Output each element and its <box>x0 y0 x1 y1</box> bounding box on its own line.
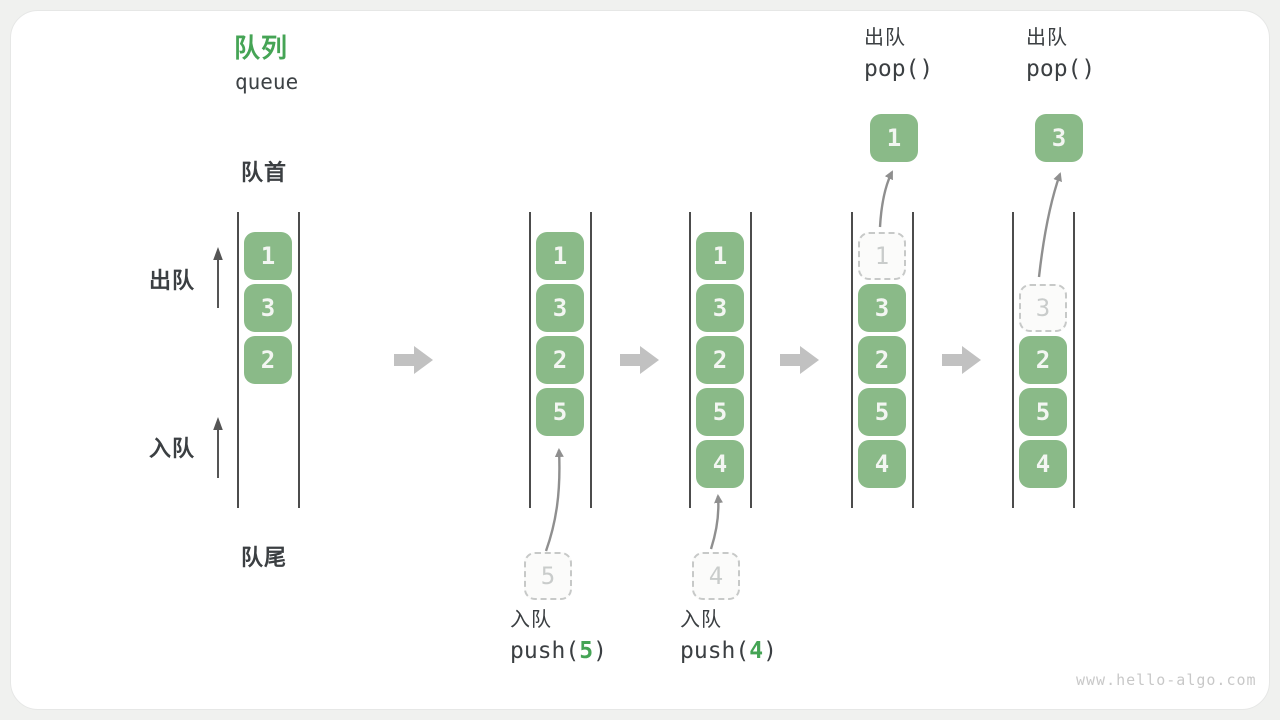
pop2-label-zh: 出队 <box>1026 27 1068 49</box>
pop1-code: pop() <box>864 56 934 82</box>
push5-arg: 5 <box>579 638 594 664</box>
push-arrow-icon <box>544 448 564 552</box>
queue-element: 5 <box>536 388 584 436</box>
queue-element: 4 <box>1019 440 1067 488</box>
pending-element: 4 <box>692 552 740 600</box>
queue-element: 3 <box>696 284 744 332</box>
queue-element: 4 <box>696 440 744 488</box>
queue-element: 1 <box>244 232 292 280</box>
push4-code: push(4) <box>680 638 777 664</box>
dequeue-direction-arrow-icon <box>213 247 223 308</box>
flow-arrow-icon <box>942 346 981 374</box>
front-label: 队首 <box>241 160 288 185</box>
channel-wall <box>912 212 914 508</box>
queue-element: 2 <box>1019 336 1067 384</box>
channel-wall <box>298 212 300 508</box>
queue-element: 1 <box>696 232 744 280</box>
dequeue-side-label: 出队 <box>149 268 196 293</box>
pop-arrow-icon <box>1037 172 1062 278</box>
flow-arrow-icon <box>780 346 819 374</box>
push5-code: push(5) <box>510 638 607 664</box>
pending-element: 5 <box>524 552 572 600</box>
queue-element: 3 <box>536 284 584 332</box>
channel-wall <box>590 212 592 508</box>
pop-arrow-icon <box>878 170 894 228</box>
queue-element: 2 <box>696 336 744 384</box>
flow-arrow-icon <box>620 346 659 374</box>
channel-wall <box>1012 212 1014 508</box>
channel-wall <box>851 212 853 508</box>
removed-element-ghost: 1 <box>858 232 906 280</box>
queue-element: 5 <box>858 388 906 436</box>
pop1-label-zh: 出队 <box>864 27 906 49</box>
enqueue-direction-arrow-icon <box>213 417 223 478</box>
queue-element: 4 <box>858 440 906 488</box>
queue-element: 1 <box>536 232 584 280</box>
page-title: 队列 <box>234 33 289 63</box>
pop2-code: pop() <box>1026 56 1096 82</box>
push-arrow-icon <box>709 494 724 550</box>
push5-operation-label: 入队 push(5) <box>510 610 607 663</box>
popped-element: 1 <box>870 114 918 162</box>
push5-label-zh: 入队 <box>510 609 552 631</box>
push4-arg: 4 <box>749 638 764 664</box>
push4-label-zh: 入队 <box>680 609 722 631</box>
pop1-operation-label: 出队 pop() <box>864 28 933 81</box>
queue-element: 3 <box>244 284 292 332</box>
enqueue-side-label: 入队 <box>149 436 196 461</box>
queue-element: 2 <box>536 336 584 384</box>
queue-element: 2 <box>244 336 292 384</box>
popped-element: 3 <box>1035 114 1083 162</box>
queue-element: 3 <box>858 284 906 332</box>
channel-wall <box>237 212 239 508</box>
flow-arrow-icon <box>394 346 433 374</box>
channel-wall <box>1073 212 1075 508</box>
page-subtitle: queue <box>235 70 299 94</box>
queue-element: 2 <box>858 336 906 384</box>
channel-wall <box>750 212 752 508</box>
push4-operation-label: 入队 push(4) <box>680 610 777 663</box>
watermark: www.hello-algo.com <box>1076 671 1257 689</box>
removed-element-ghost: 3 <box>1019 284 1067 332</box>
rear-label: 队尾 <box>241 545 288 570</box>
channel-wall <box>689 212 691 508</box>
queue-element: 5 <box>696 388 744 436</box>
queue-element: 5 <box>1019 388 1067 436</box>
channel-wall <box>529 212 531 508</box>
pop2-operation-label: 出队 pop() <box>1026 28 1095 81</box>
